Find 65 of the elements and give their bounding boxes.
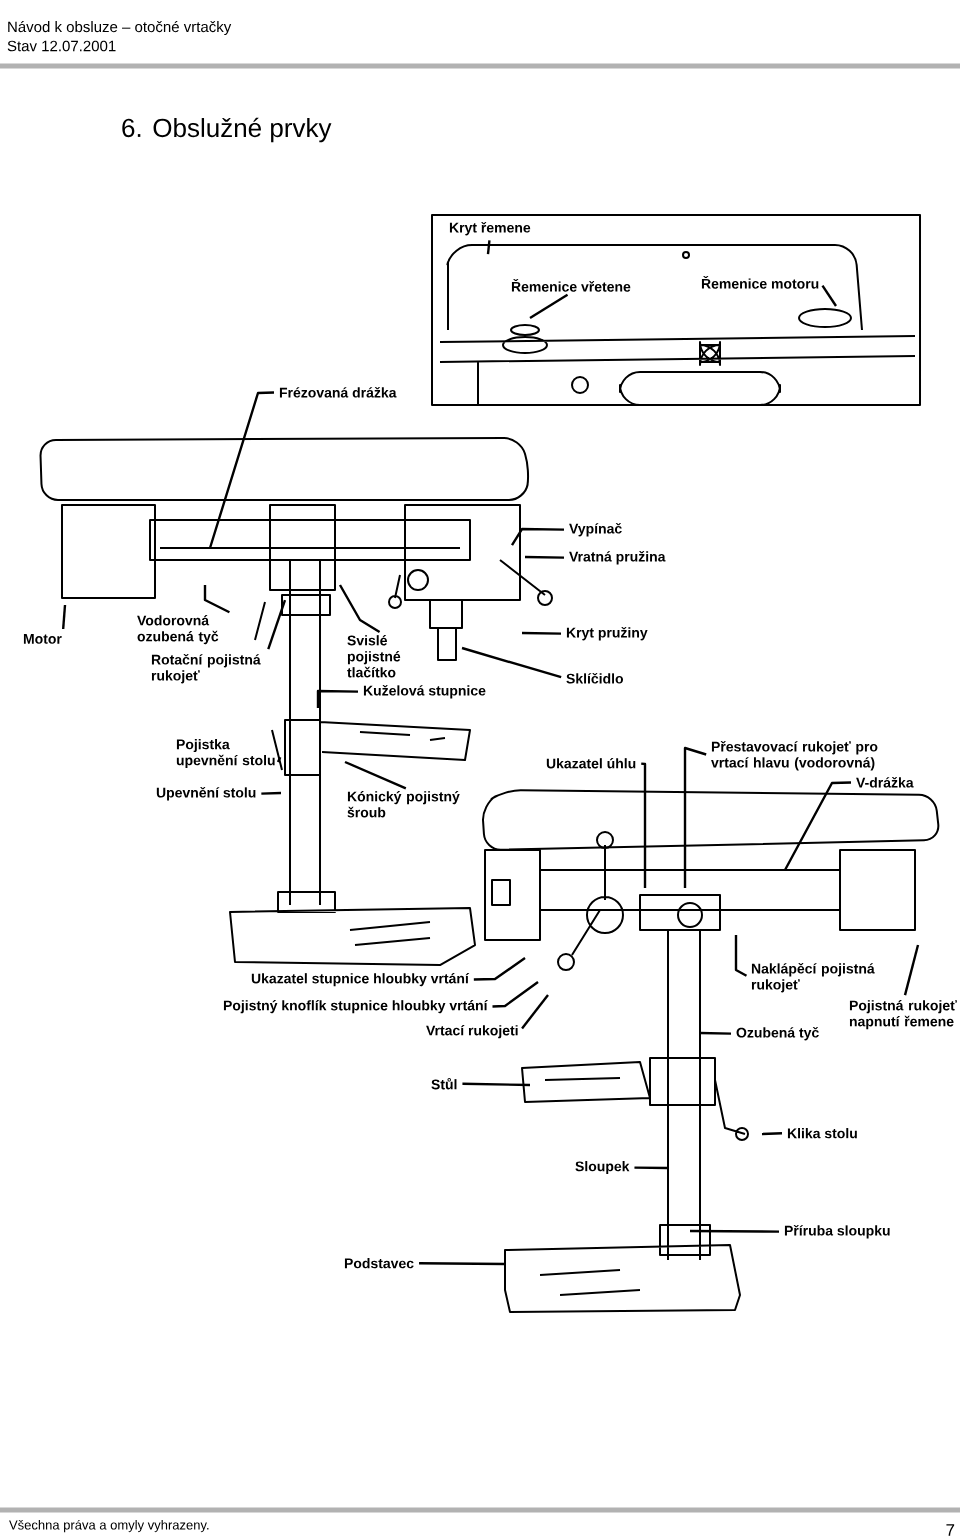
callout-label: Vrtací rukojeti	[426, 1025, 518, 1039]
leader-line	[903, 944, 920, 996]
leader-line	[461, 646, 562, 679]
callout-label: Pojistka upevnění stolu	[176, 739, 275, 769]
leader-line	[521, 994, 549, 1030]
callout-label: Kryt řemene	[449, 222, 531, 236]
callout-label: Stůl	[431, 1078, 457, 1090]
callout-label: Pojistná rukojeť napnutí řemene	[849, 1000, 957, 1030]
callout-label: Ukazatel stupnice hloubky vrtání	[251, 973, 470, 987]
callout-label: Řemenice motoru	[701, 276, 819, 289]
leader-line	[203, 585, 230, 614]
leader-line	[734, 935, 748, 977]
callout-label: Kuželová stupnice	[363, 685, 486, 699]
footer-text: Všechna práva a omyly vyhrazeny.	[9, 1519, 209, 1533]
callout-label: Podstavec	[344, 1258, 414, 1269]
callout-label: Ukazatel úhlu	[546, 758, 636, 769]
page-number: 7	[946, 1524, 955, 1536]
callout-label: Svislé pojistné tlačítko	[347, 635, 401, 678]
callout-label: Přestavovací rukojeť pro vrtací hlavu (vodorovná)	[711, 741, 878, 771]
callout-label: Vratná pružina	[569, 551, 666, 565]
callout-label: Vypínač	[569, 523, 622, 537]
callout-label: Upevnění stolu	[156, 787, 256, 801]
header-text: Návod k obsluze – otočné vrtačky	[8, 20, 232, 36]
header-text: Stav 12.07.2001	[7, 40, 116, 52]
leader-line	[316, 689, 359, 708]
callout-label: Příruba sloupku	[784, 1225, 890, 1239]
leader-line	[492, 981, 539, 1008]
leader-line	[521, 631, 562, 635]
callout-label: Klika stolu	[787, 1128, 857, 1139]
callout-label: Motor	[23, 634, 62, 644]
leader-line	[344, 760, 407, 790]
leader-line	[699, 1031, 732, 1035]
leader-line	[511, 527, 564, 546]
leader-line	[338, 584, 381, 633]
leader-line	[634, 1166, 667, 1170]
leader-line	[641, 762, 647, 888]
leader-line	[62, 604, 67, 630]
callout-label: Sloupek	[575, 1161, 630, 1175]
callout-label: Sklíčidlo	[566, 673, 624, 684]
leader-line	[529, 293, 569, 320]
callout-label: Ozubená tyč	[736, 1027, 819, 1041]
callout-label: V-drážka	[856, 777, 914, 788]
leader-line	[208, 391, 275, 549]
callout-label: Kónický pojistný šroub	[347, 791, 460, 818]
leader-line	[783, 781, 852, 871]
callout-label: Frézovaná drážka	[279, 387, 397, 398]
callout-label: Naklápěcí pojistná rukojeť	[751, 963, 875, 993]
leader-line	[486, 240, 491, 255]
leader-line	[276, 756, 282, 763]
callout-label: Řemenice vřetene	[511, 279, 631, 292]
callout-label: Rotační pojistná rukojeť	[151, 654, 261, 684]
leader-line	[261, 791, 282, 795]
leader-line	[690, 1229, 780, 1233]
callout-label: Kryt pružiny	[566, 627, 648, 641]
callout-label: Pojistný knoflík stupnice hloubky vrtání	[223, 1000, 488, 1014]
leader-line	[761, 1132, 783, 1136]
leader-line	[267, 599, 287, 650]
leader-line	[821, 285, 837, 307]
leader-line	[683, 746, 707, 888]
leader-line	[525, 555, 565, 559]
leader-line	[419, 1262, 505, 1266]
leader-line	[473, 957, 526, 981]
leader-line	[462, 1082, 531, 1087]
callout-label: Vodorovná ozubená tyč	[137, 615, 219, 645]
section-title: 6. Obslužné prvky	[122, 117, 332, 143]
